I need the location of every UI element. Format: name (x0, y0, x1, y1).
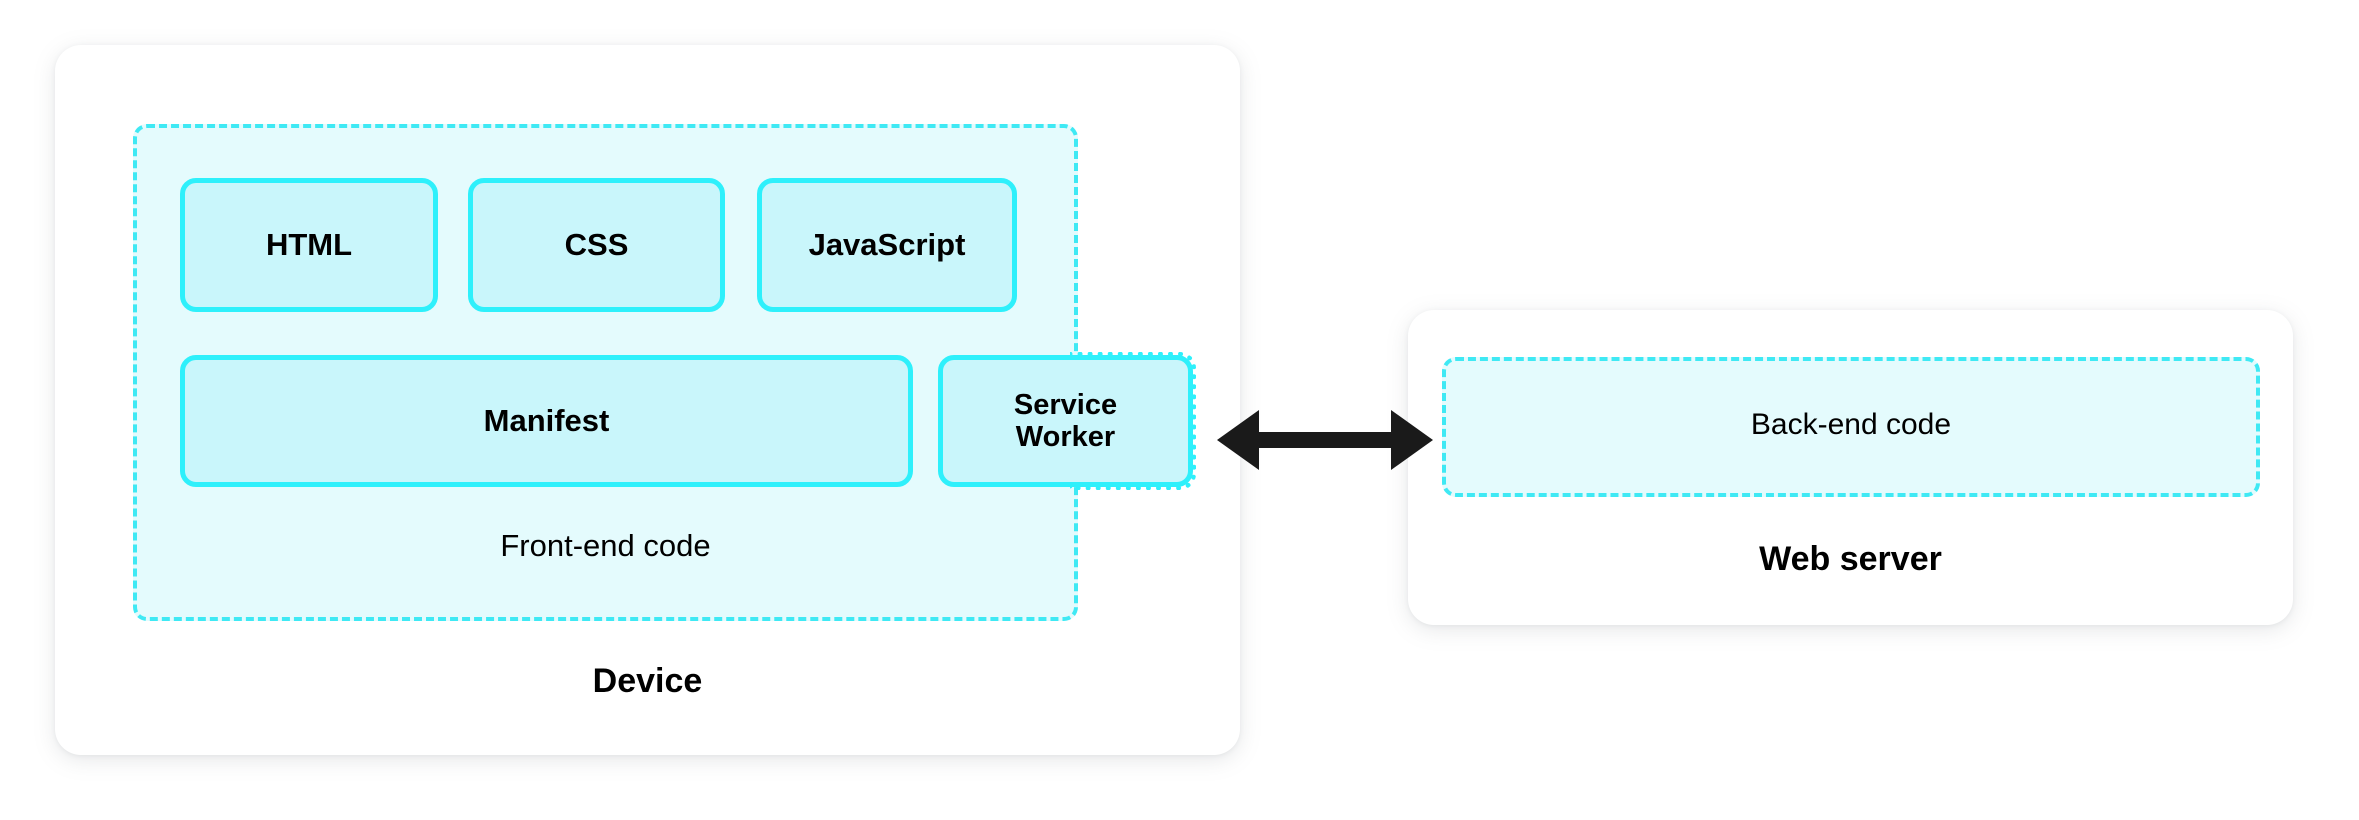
service-worker-label: Service Worker (1014, 389, 1117, 454)
html-box[interactable]: HTML (180, 178, 438, 312)
service-worker-box[interactable]: Service Worker (938, 355, 1193, 487)
web-server-caption: Web server (1759, 540, 1942, 578)
service-worker-label-line-2: Worker (1015, 421, 1116, 453)
bidirectional-arrow-icon (1217, 410, 1433, 470)
javascript-box[interactable]: JavaScript (757, 178, 1017, 312)
backend-code-caption: Back-end code (1750, 408, 1952, 441)
css-box[interactable]: CSS (468, 178, 725, 312)
manifest-box[interactable]: Manifest (180, 355, 913, 487)
device-caption: Device (592, 662, 703, 700)
frontend-code-caption: Front-end code (500, 528, 711, 563)
service-worker-label-line-1: Service (1013, 388, 1118, 421)
backend-code-group (1442, 357, 2260, 497)
